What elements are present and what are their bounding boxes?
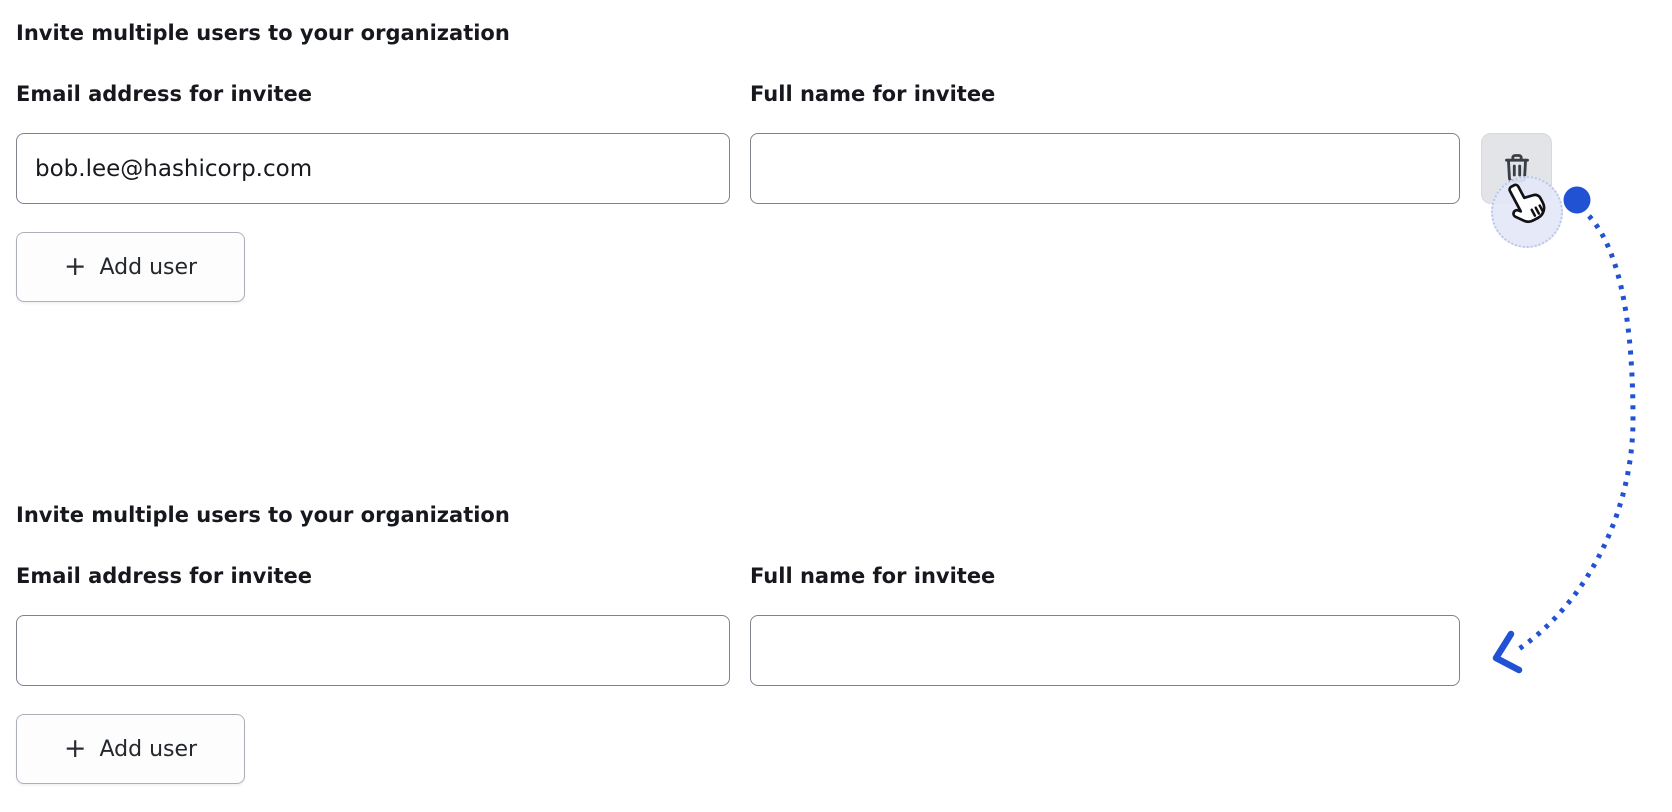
add-user-button[interactable]: + Add user (16, 232, 245, 302)
invite-form-before: Invite multiple users to your organizati… (0, 20, 1672, 330)
invite-form-after: Invite multiple users to your organizati… (0, 502, 1672, 812)
email-label: Email address for invitee (16, 564, 313, 588)
click-highlight-halo (1491, 176, 1563, 248)
email-label: Email address for invitee (16, 82, 313, 106)
full-name-input[interactable] (750, 133, 1460, 204)
plus-icon: + (63, 732, 87, 764)
add-user-label: Add user (99, 736, 198, 762)
full-name-label: Full name for invitee (750, 82, 996, 106)
plus-icon: + (63, 250, 87, 282)
full-name-label: Full name for invitee (750, 564, 996, 588)
form-heading: Invite multiple users to your organizati… (16, 21, 510, 45)
add-user-label: Add user (99, 254, 198, 280)
full-name-input[interactable] (750, 615, 1460, 686)
form-heading: Invite multiple users to your organizati… (16, 503, 510, 527)
email-input[interactable] (16, 133, 730, 204)
add-user-button[interactable]: + Add user (16, 714, 245, 784)
email-input[interactable] (16, 615, 730, 686)
